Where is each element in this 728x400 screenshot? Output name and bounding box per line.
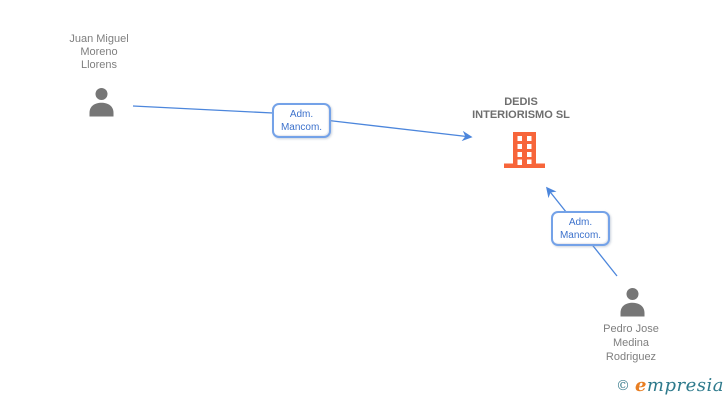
building-icon xyxy=(504,132,545,168)
brand-wordmark: empresia xyxy=(635,377,724,395)
brand-rest: mpresia xyxy=(646,375,724,396)
person-icon xyxy=(620,288,645,317)
person1-node[interactable] xyxy=(88,87,115,122)
company-name[interactable]: DEDIS INTERIORISMO SL xyxy=(472,96,570,121)
edge2-label: Adm. Mancom. xyxy=(551,211,610,246)
person2-node[interactable] xyxy=(619,287,646,322)
person2-name[interactable]: Pedro Jose Medina Rodriguez xyxy=(603,323,659,363)
company-node[interactable] xyxy=(504,132,545,173)
copyright-icon: © xyxy=(615,378,630,394)
brand-initial: e xyxy=(634,375,647,396)
edge1-label: Adm. Mancom. xyxy=(272,103,331,138)
person1-name[interactable]: Juan Miguel Moreno Llorens xyxy=(69,33,129,71)
person-icon xyxy=(89,88,114,117)
empresia-logo: © empresia xyxy=(616,377,724,395)
